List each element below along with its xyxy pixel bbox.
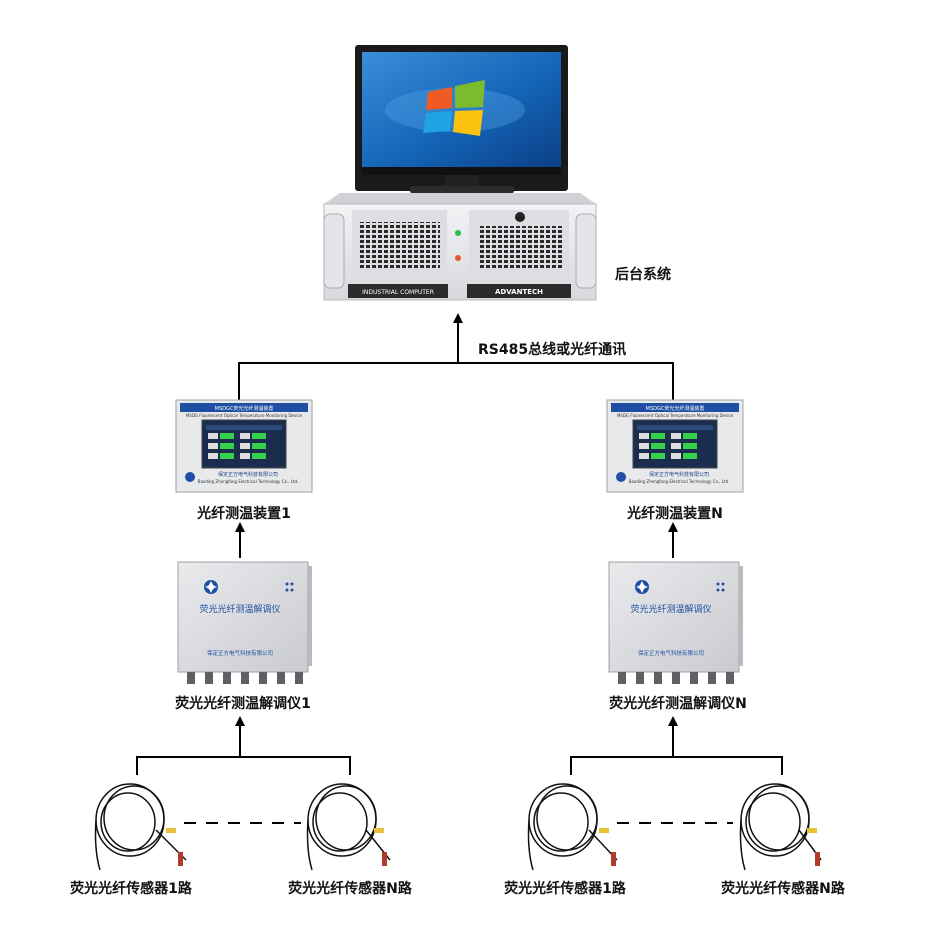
compass-logo-icon [635, 580, 649, 594]
device-panel-company: 保定正方电气科技有限公司 [649, 471, 709, 478]
power-led-icon [455, 230, 461, 236]
demodulator-company: 保定正方电气科技有限公司 [207, 649, 273, 657]
fiber-connectors [618, 672, 734, 684]
backend-label: 后台系统 [615, 266, 671, 283]
sensor-left-label: 荧光光纤传感器1路 [504, 880, 627, 897]
bus-connectors [238, 313, 674, 400]
demodulator-box: 荧光光纤测温解调仪 保定正方电气科技有限公司 [608, 561, 743, 684]
vent-grille-left [360, 222, 440, 270]
monitor-screen [362, 52, 561, 167]
sensor-coil-right [739, 783, 822, 871]
demodulator-company: 保定正方电气科技有限公司 [638, 649, 704, 657]
device-panel: MSDGC荧光光纤测温装置 MSDG Fluorescent Optical T… [606, 399, 744, 493]
bus-label: RS485总线或光纤通讯 [478, 341, 626, 358]
windows-logo-icon [423, 80, 485, 136]
device-panel-subtitle: MSDG Fluorescent Optical Temperature Mon… [186, 413, 303, 418]
chassis-right-label: ADVANTECH [495, 288, 543, 296]
device-n: MSDGC荧光光纤测温装置 MSDG Fluorescent Optical T… [504, 399, 846, 897]
hdd-led-icon [455, 255, 461, 261]
device-panel: MSDGC荧光光纤测温装置 MSDG Fluorescent Optical T… [175, 399, 313, 493]
monitor [355, 45, 568, 193]
vent-grille-right [478, 226, 562, 270]
sensor-right-label: 荧光光纤传感器N路 [721, 880, 846, 897]
sensor-coil-left [94, 783, 187, 871]
sensor-coil-right [306, 783, 391, 871]
device-panel-title: MSDGC荧光光纤测温装置 [215, 405, 274, 412]
device-label: 光纤测温装置N [626, 505, 723, 522]
demodulator-panel-text: 荧光光纤测温解调仪 [199, 603, 280, 615]
device-panel-company-en: Baoding Zhengfang Electrical Technology … [198, 479, 299, 484]
demodulator-label: 荧光光纤测温解调仪1 [175, 695, 311, 712]
lock-icon [515, 212, 525, 222]
demodulator-box: 荧光光纤测温解调仪 保定正方电气科技有限公司 [177, 561, 312, 684]
device-panel-company-en: Baoding Zhengfang Electrical Technology … [629, 479, 730, 484]
device-panel-company: 保定正方电气科技有限公司 [218, 471, 278, 478]
sensor-coil-left [527, 783, 618, 871]
device-label: 光纤测温装置1 [196, 505, 291, 522]
demodulator-panel-text: 荧光光纤测温解调仪 [630, 603, 711, 615]
sensor-right-label: 荧光光纤传感器N路 [288, 880, 413, 897]
company-logo-icon [616, 472, 626, 482]
fiber-connectors [187, 672, 303, 684]
device-panel-subtitle: MSDG Fluorescent Optical Temperature Mon… [617, 413, 734, 418]
device-panel-title: MSDGC荧光光纤测温装置 [646, 405, 705, 412]
company-logo-icon [185, 472, 195, 482]
sensor-left-label: 荧光光纤传感器1路 [70, 880, 193, 897]
compass-logo-icon [204, 580, 218, 594]
industrial-computer: INDUSTRIAL COMPUTER ADVANTECH [323, 193, 597, 301]
chassis-left-label: INDUSTRIAL COMPUTER [362, 289, 434, 296]
device-1: MSDGC荧光光纤测温装置 MSDG Fluorescent Optical T… [70, 399, 413, 897]
demodulator-label: 荧光光纤测温解调仪N [609, 695, 747, 712]
